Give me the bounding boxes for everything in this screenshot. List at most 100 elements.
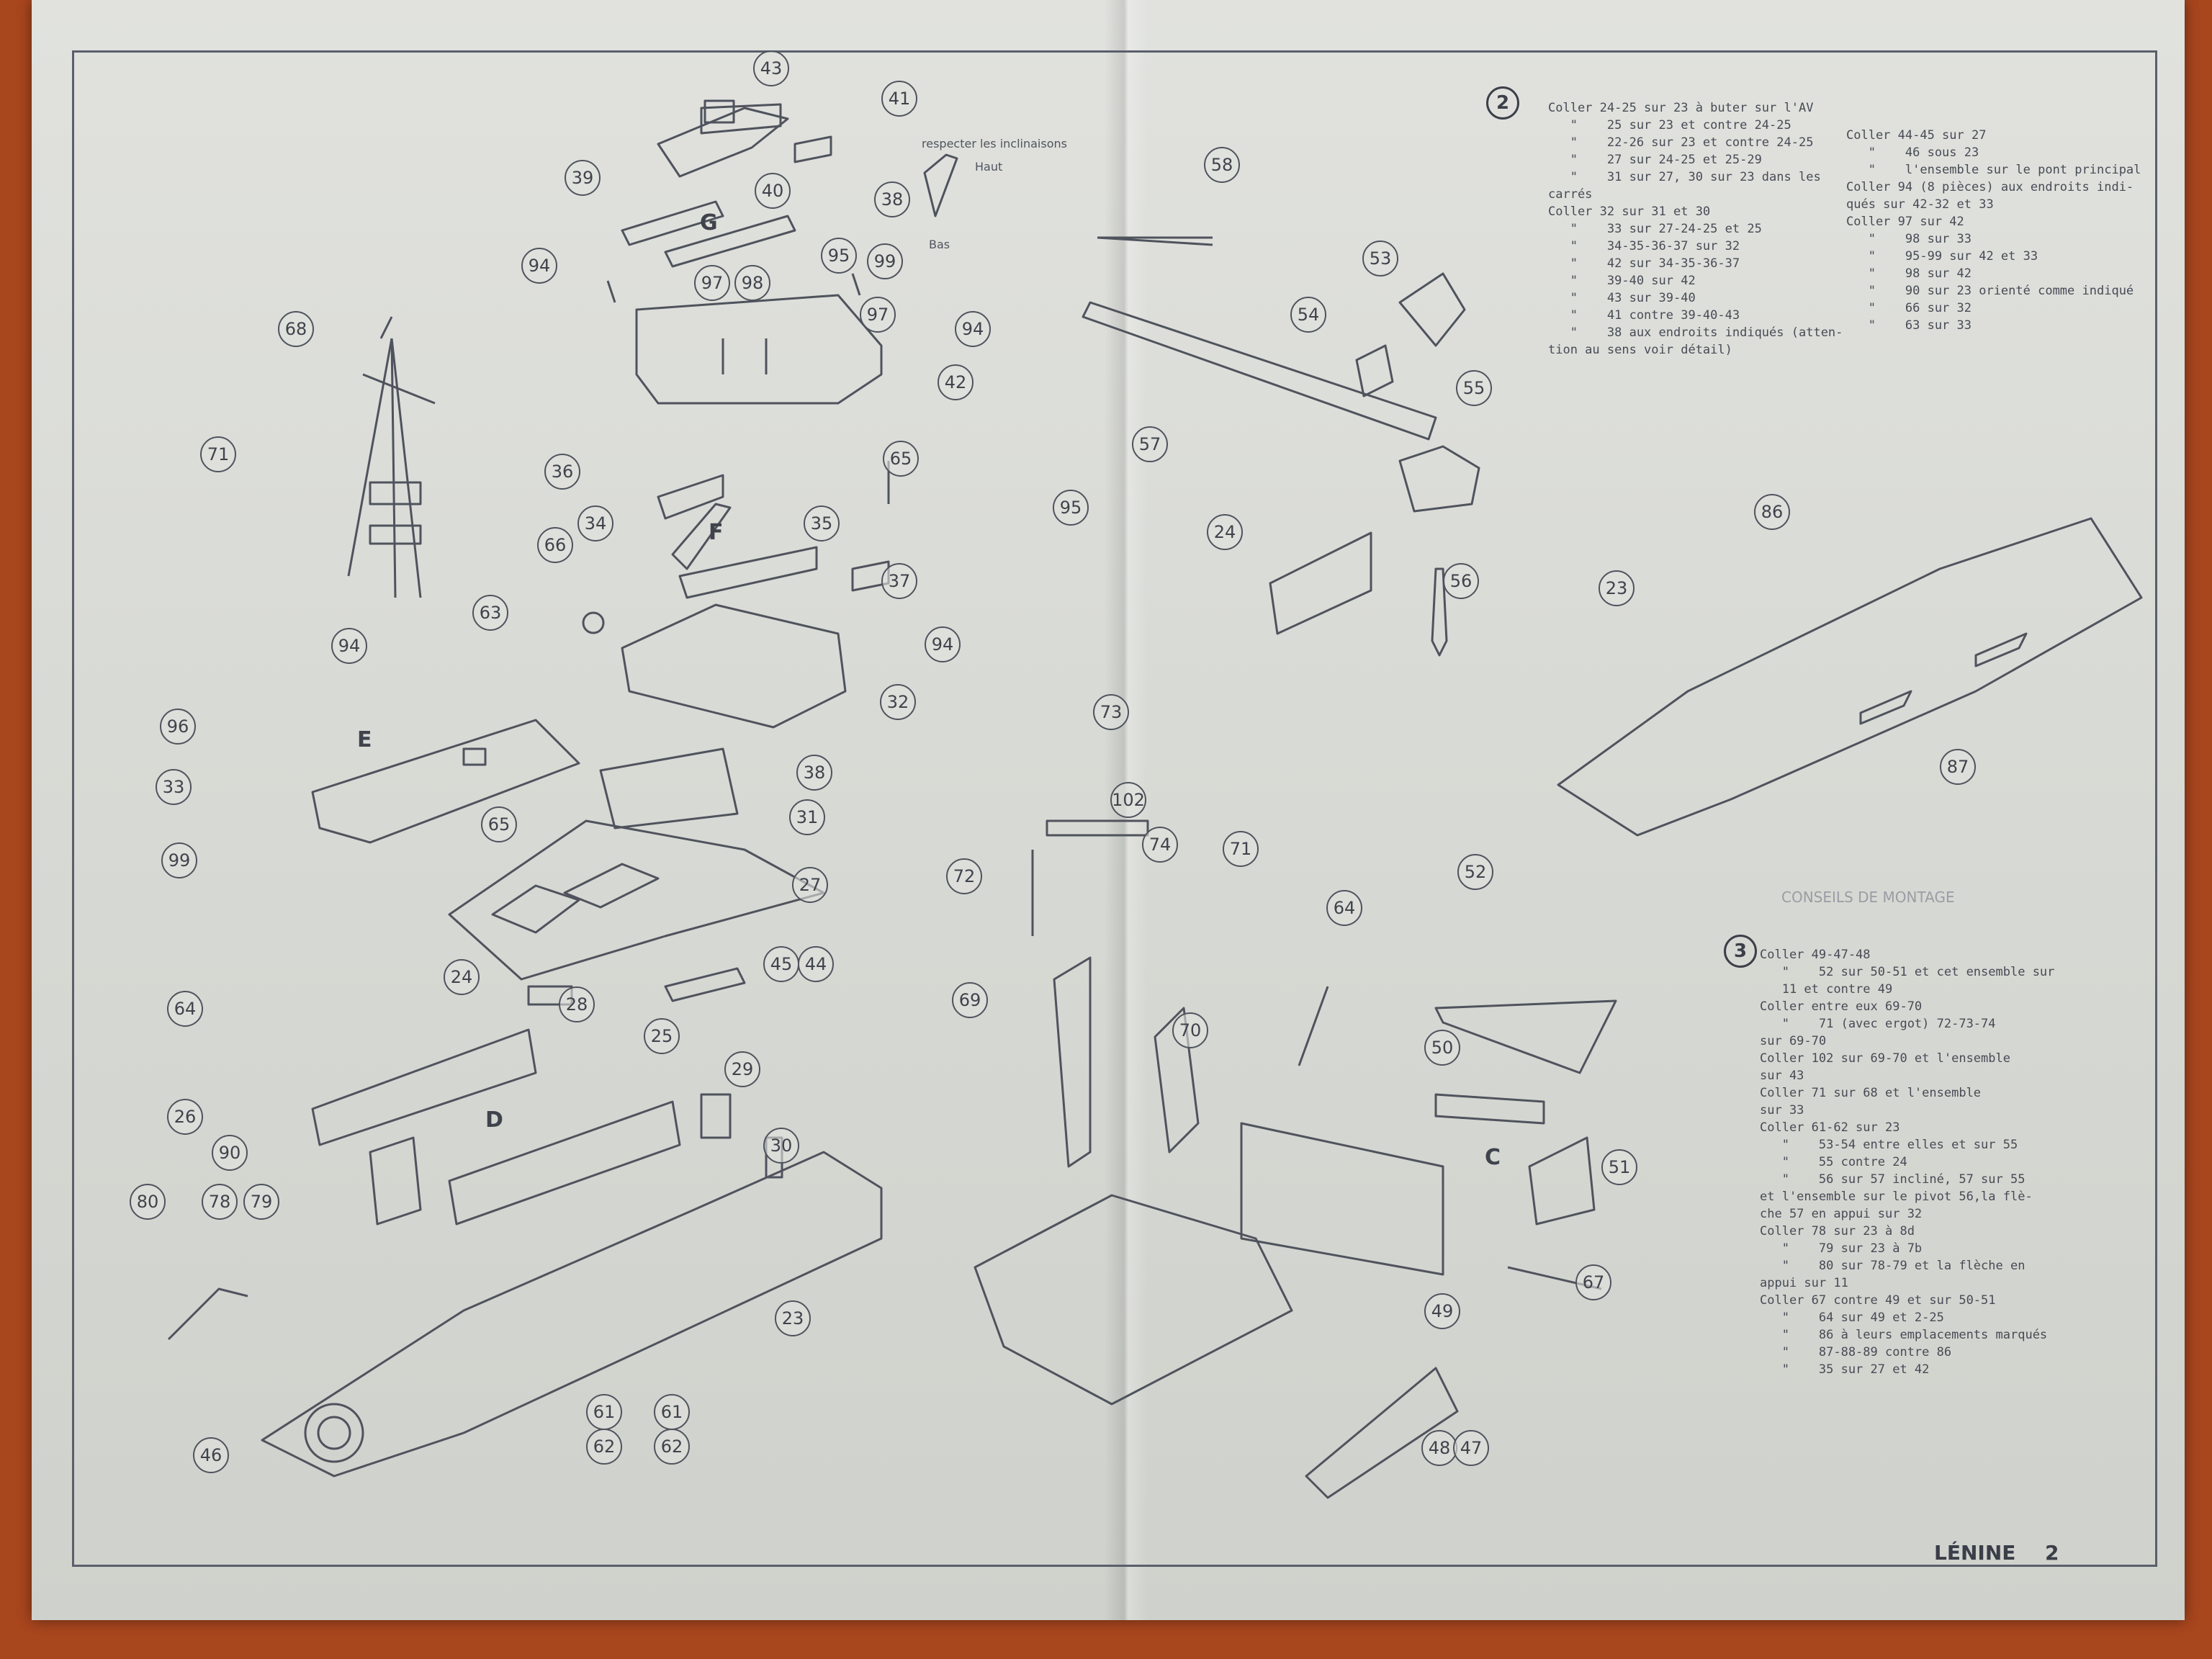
part-callout-45: 45 [763,946,799,982]
part-callout-50: 50 [1424,1030,1460,1066]
superstructure-f-drawing [582,474,890,729]
step-3-instructions: Coller 49-47-48 " 52 sur 50-51 et cet en… [1760,946,2054,1378]
part-callout-62: 62 [654,1429,690,1465]
step3-lines-line: Coller 67 contre 49 et sur 50-51 [1760,1293,1996,1308]
part-callout-80: 80 [130,1184,166,1220]
step2-right-line: Coller 97 sur 42 [1846,215,1964,229]
deck-e-drawing [311,719,580,844]
part-callout-24: 24 [444,959,480,995]
part-callout-68: 68 [278,311,314,347]
instruction-sheet: G F E D C respecter les inclinaisons Hau… [32,0,2185,1620]
part-callout-57: 57 [1132,426,1168,462]
hull-sides-d-drawing [311,1028,783,1226]
step3-lines-line: sur 33 [1760,1103,1804,1118]
part-callout-62: 62 [586,1429,622,1465]
step2-left-line: " 34-35-36-37 sur 32 [1548,239,1740,253]
part-callout-66: 66 [537,527,573,563]
step2-left-line: " 39-40 sur 42 [1548,274,1696,288]
part-callout-31: 31 [789,799,825,835]
part-callout-38: 38 [874,181,910,217]
step2-left-line: tion au sens voir détail) [1548,343,1732,357]
part-callout-79: 79 [243,1184,279,1220]
step2-left-line: " 33 sur 27-24-25 et 25 [1548,222,1762,236]
part-callout-56: 56 [1443,563,1479,599]
part-callout-94: 94 [955,311,991,347]
annotation-inclination: respecter les inclinaisons [922,137,1067,150]
step3-lines-line: Coller 71 sur 68 et l'ensemble [1760,1086,1982,1100]
part-callout-97: 97 [694,265,730,301]
part-callout-102: 102 [1110,782,1146,818]
step3-lines-line: 11 et contre 49 [1760,982,1893,997]
part-callout-30: 30 [763,1128,799,1164]
step2-right-line: " 98 sur 33 [1846,232,1972,246]
part-callout-65: 65 [481,806,517,842]
part-callout-71: 71 [1223,831,1259,867]
step3-lines-line: " 53-54 entre elles et sur 55 [1760,1138,2018,1152]
step2-left-line: " 31 sur 27, 30 sur 23 dans les [1548,170,1821,184]
part-callout-64: 64 [1326,890,1362,926]
part-callout-23: 23 [1599,570,1635,606]
part-callout-71: 71 [200,436,236,472]
part-callout-73: 73 [1093,694,1129,730]
faint-heading: CONSEILS DE MONTAGE [1781,889,1955,906]
step2-left-line: " 27 sur 24-25 et 25-29 [1548,153,1762,167]
mast-68-drawing [347,316,436,598]
step3-lines-line: Coller entre eux 69-70 [1760,999,1923,1014]
small-parts-drawing [606,236,1602,1290]
part-callout-47: 47 [1453,1430,1489,1466]
step2-left-line: " 25 sur 23 et contre 24-25 [1548,118,1791,132]
subassembly-letter-e: E [357,727,372,752]
step2-right-line: " 66 sur 32 [1846,301,1972,315]
step3-lines-line: " 79 sur 23 à 7b [1760,1241,1923,1256]
part-callout-26: 26 [167,1099,203,1135]
part-callout-94: 94 [521,248,557,284]
main-deck-23-left-drawing [167,1151,883,1478]
step3-lines-line: " 55 contre 24 [1760,1155,1907,1169]
part-callout-95: 95 [821,238,857,274]
part-callout-99: 99 [161,842,197,878]
step3-lines-line: " 56 sur 57 incliné, 57 sur 55 [1760,1172,2026,1187]
part-callout-78: 78 [202,1184,238,1220]
step2-right-line: qués sur 42-32 et 33 [1846,197,1994,212]
part-callout-43: 43 [753,50,789,86]
subassembly-letter-g: G [700,210,718,235]
part-callout-32: 32 [880,684,916,720]
annotation-haut: Haut [975,160,1003,174]
step3-lines-line: Coller 78 sur 23 à 8d [1760,1224,1915,1238]
step3-lines-line: " 52 sur 50-51 et cet ensemble sur [1760,965,2055,979]
part-callout-49: 49 [1424,1293,1460,1329]
part-callout-42: 42 [938,364,974,400]
step2-left-line: " 41 contre 39-40-43 [1548,308,1740,323]
part-callout-61: 61 [654,1394,690,1430]
part-callout-27: 27 [792,867,828,903]
part-callout-28: 28 [559,986,595,1022]
part-callout-46: 46 [193,1437,229,1473]
step3-lines-line: appui sur 11 [1760,1276,1848,1290]
step2-left-line: " 42 sur 34-35-36-37 [1548,256,1740,271]
part-callout-74: 74 [1142,827,1178,863]
step2-left-line: Coller 32 sur 31 et 30 [1548,204,1711,219]
model-title: LÉNINE [1934,1541,2016,1565]
subassembly-letter-d: D [485,1107,503,1133]
part-callout-36: 36 [544,454,580,490]
forward-section-drawing [974,819,1617,1499]
step3-lines-line: Coller 61-62 sur 23 [1760,1120,1900,1135]
step-3-badge: 3 [1724,935,1757,968]
subassembly-letter-f: F [709,520,724,545]
step-2-instructions-right: Coller 44-45 sur 27 " 46 sous 23 " l'ens… [1846,127,2141,334]
step2-right-line: " 98 sur 42 [1846,266,1972,281]
step2-left-line: " 43 sur 39-40 [1548,291,1696,305]
part-callout-37: 37 [881,563,917,599]
step3-lines-line: " 80 sur 78-79 et la flèche en [1760,1259,2026,1273]
part-callout-65: 65 [883,441,919,477]
step3-lines-line: sur 69-70 [1760,1034,1827,1048]
step3-lines-line: " 35 sur 27 et 42 [1760,1362,1930,1377]
step3-lines-line: " 86 à leurs emplacements marqués [1760,1328,2048,1342]
part-callout-63: 63 [472,595,508,631]
part-callout-97: 97 [860,297,896,333]
main-deck-23-right-drawing [1557,517,2143,837]
step2-left-line: Coller 24-25 sur 23 à buter sur l'AV [1548,101,1814,115]
part-callout-94: 94 [331,628,367,664]
subassembly-letter-c: C [1485,1145,1501,1170]
part-callout-95: 95 [1053,490,1089,526]
